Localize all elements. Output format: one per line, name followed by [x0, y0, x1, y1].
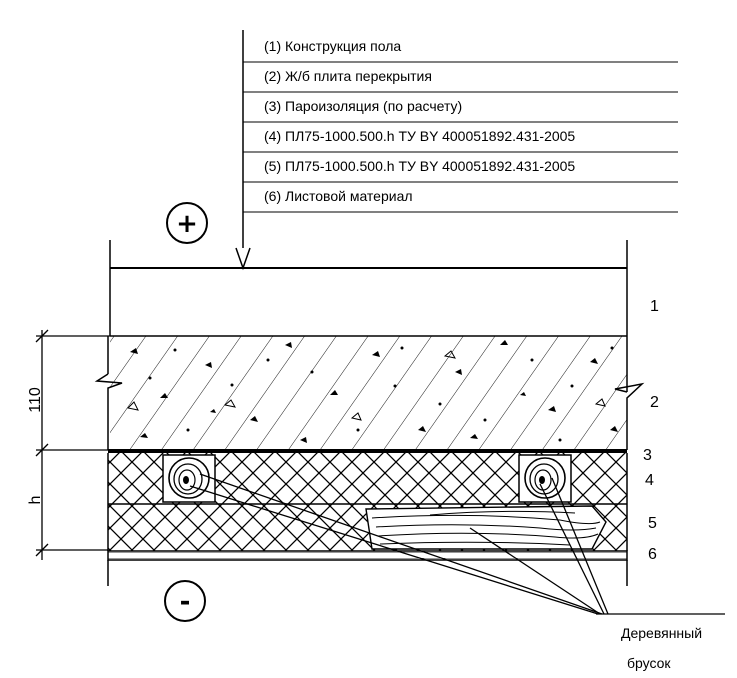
layer-sheet-material [107, 550, 628, 586]
break-line-left [94, 373, 123, 450]
callout-label-line-2: брусок [627, 655, 671, 671]
minus-icon: - [180, 587, 191, 617]
layer-number-6: 6 [648, 546, 657, 563]
dimension-insulation-thickness: h [27, 496, 44, 505]
layer-number-2: 2 [650, 394, 659, 411]
wooden-plank [365, 505, 607, 550]
legend-item-6: (6) Листовой материал [264, 188, 413, 204]
legend-item-3: (3) Пароизоляция (по расчету) [264, 98, 462, 114]
dimension-slab-thickness: 110 [27, 387, 44, 413]
layer-vapour-barrier [108, 449, 627, 453]
callout-label-line-1: Деревянный [621, 625, 702, 641]
legend-item-2: (2) Ж/б плита перекрытия [264, 68, 432, 84]
legend-item-5: (5) ПЛ75-1000.500.h ТУ BY 400051892.431-… [264, 158, 575, 174]
legend-item-1: (1) Конструкция пола [264, 38, 401, 54]
legend-block: (1) Конструкция пола (2) Ж/б плита перек… [235, 30, 678, 271]
layer-floor-construction [109, 240, 628, 336]
break-line-right [614, 382, 645, 450]
callout-leaders [189, 473, 725, 615]
layer-number-1: 1 [650, 298, 659, 315]
layer-number-5: 5 [648, 515, 657, 532]
concrete-aggregate [130, 340, 618, 443]
layer-numbers: 1 2 3 4 5 6 [643, 298, 659, 563]
layer-insulation [107, 453, 628, 551]
dimension-chain [35, 329, 110, 560]
layer-number-4: 4 [645, 472, 654, 489]
layer-number-3: 3 [643, 447, 652, 464]
plus-icon: + [176, 209, 198, 239]
plus-sign: + [166, 202, 208, 244]
layer-concrete-slab [94, 335, 645, 450]
arrow-down-icon [235, 247, 251, 271]
wooden-bar-left [162, 454, 216, 503]
minus-sign: - [164, 580, 206, 622]
wooden-bar-right [518, 454, 572, 503]
legend-item-4: (4) ПЛ75-1000.500.h ТУ BY 400051892.431-… [264, 128, 575, 144]
